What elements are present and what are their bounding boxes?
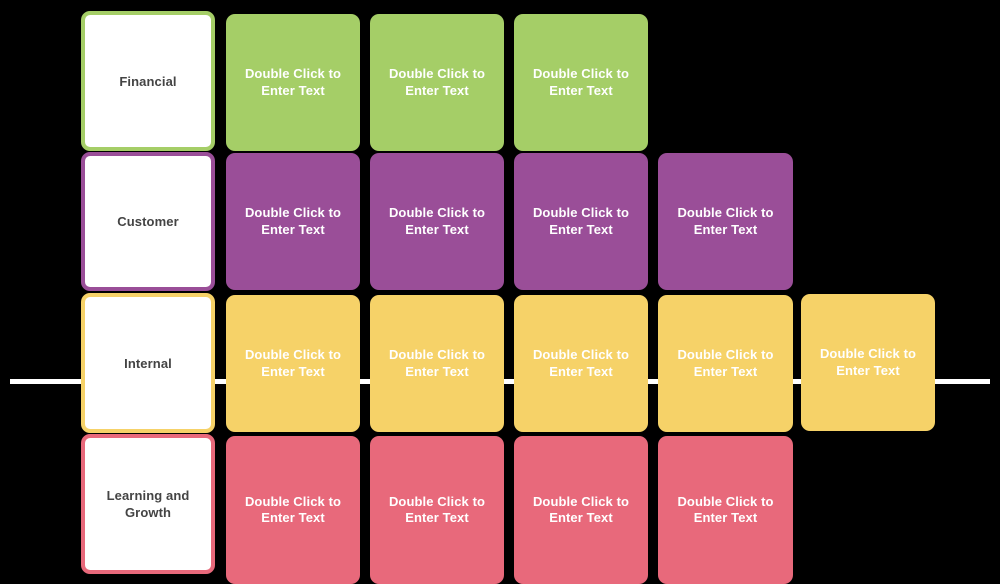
card-learning-1-text: Double Click to Enter Text	[244, 493, 342, 526]
row-label-financial-text: Financial	[119, 73, 177, 89]
card-customer-4[interactable]: Double Click to Enter Text	[658, 153, 793, 290]
card-learning-4[interactable]: Double Click to Enter Text	[658, 436, 793, 584]
row-label-customer-text: Customer	[117, 214, 179, 229]
card-internal-4[interactable]: Double Click to Enter Text	[658, 295, 793, 432]
card-customer-2-text: Double Click to Enter Text	[388, 205, 486, 237]
card-customer-3[interactable]: Double Click to Enter Text	[514, 153, 648, 290]
card-financial-1[interactable]: Double Click to Enter Text	[226, 14, 360, 151]
card-internal-2[interactable]: Double Click to Enter Text	[370, 295, 504, 432]
card-learning-4-text: Double Click to Enter Text	[677, 493, 774, 526]
card-customer-3-text: Double Click to Enter Text	[532, 205, 630, 237]
card-learning-1[interactable]: Double Click to Enter Text	[226, 436, 360, 584]
card-internal-1-text: Double Click to Enter Text	[244, 347, 342, 379]
card-internal-5[interactable]: Double Click to Enter Text	[801, 294, 935, 431]
card-financial-3[interactable]: Double Click to Enter Text	[514, 14, 648, 151]
card-financial-1-text: Double Click to Enter Text	[244, 66, 342, 98]
row-label-learning-and-growth[interactable]: Learning and Growth	[81, 434, 215, 574]
row-label-learning-and-growth-text: Learning and Growth	[106, 488, 190, 520]
card-financial-3-text: Double Click to Enter Text	[532, 66, 630, 98]
card-learning-3-text: Double Click to Enter Text	[532, 493, 630, 526]
card-learning-3[interactable]: Double Click to Enter Text	[514, 436, 648, 584]
card-internal-3-text: Double Click to Enter Text	[532, 347, 630, 379]
card-learning-2-text: Double Click to Enter Text	[388, 493, 486, 526]
card-learning-2[interactable]: Double Click to Enter Text	[370, 436, 504, 584]
row-label-internal[interactable]: Internal	[81, 293, 215, 433]
row-label-internal-text: Internal	[124, 355, 172, 371]
card-internal-3[interactable]: Double Click to Enter Text	[514, 295, 648, 432]
card-internal-5-text: Double Click to Enter Text	[819, 346, 917, 378]
card-financial-2-text: Double Click to Enter Text	[388, 66, 486, 98]
card-customer-2[interactable]: Double Click to Enter Text	[370, 153, 504, 290]
card-customer-1-text: Double Click to Enter Text	[244, 205, 342, 237]
card-customer-1[interactable]: Double Click to Enter Text	[226, 153, 360, 290]
card-financial-2[interactable]: Double Click to Enter Text	[370, 14, 504, 151]
card-customer-4-text: Double Click to Enter Text	[677, 205, 774, 237]
card-internal-2-text: Double Click to Enter Text	[388, 347, 486, 379]
row-label-customer[interactable]: Customer	[81, 152, 215, 291]
card-internal-4-text: Double Click to Enter Text	[677, 347, 774, 379]
row-label-financial[interactable]: Financial	[81, 11, 215, 151]
card-internal-1[interactable]: Double Click to Enter Text	[226, 295, 360, 432]
